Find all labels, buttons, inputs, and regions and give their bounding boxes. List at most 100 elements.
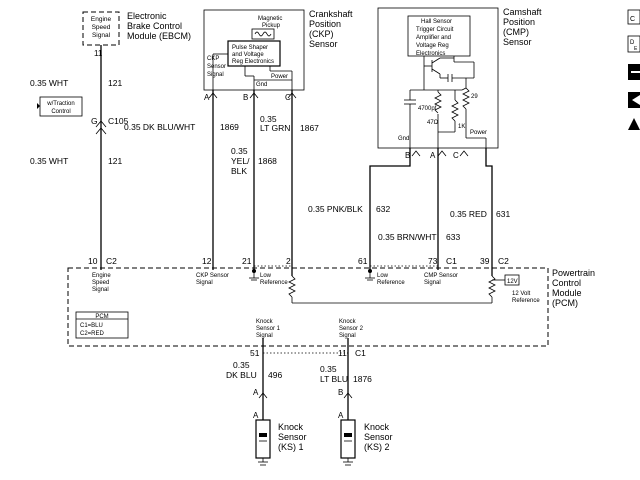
cmp-wire-b-color: 0.35 PNK/BLK — [308, 204, 363, 214]
cmp-wire-c-circuit: 631 — [496, 209, 510, 219]
cmp-wire-c-color: 0.35 RED — [450, 209, 487, 219]
ks2-label-line2: Sensor — [364, 432, 393, 442]
ckp-power: Power — [271, 74, 288, 80]
pcm-low-ref2-line1: Low — [377, 273, 389, 279]
ks2-label-line3: (KS) 2 — [364, 442, 390, 452]
pcm-pin-51: 51 — [250, 348, 260, 358]
pcm-resistor-cmp-icon — [488, 275, 496, 298]
side-legend-1: C — [630, 16, 635, 23]
cmp-gnd: Gnd — [398, 136, 409, 142]
ebcm-pin: 11 — [94, 49, 103, 58]
pcm-ks2-line2: Sensor 2 — [339, 326, 364, 332]
pcm-legend-c2: C2=RED — [80, 331, 105, 337]
pcm-legend-c1: C1=BLU — [80, 323, 103, 329]
cmp-r1-icon — [434, 91, 442, 114]
cmp-title-line3: (CMP) — [503, 27, 529, 37]
pcm-ks2-line3: Signal — [339, 333, 356, 339]
ckp-wire-b-line1: 0.35 — [231, 146, 248, 156]
ks2-label-line1: Knock — [364, 422, 390, 432]
side-legend-2: D — [630, 40, 635, 46]
pcm-pin-12: 12 — [202, 256, 212, 266]
pcm-pin-c2a: C2 — [106, 256, 117, 266]
ckp-signal-line2: Sensor — [207, 64, 226, 70]
ebcm-box-line2: Speed — [92, 24, 111, 31]
ckp-title-line3: (CKP) — [309, 29, 334, 39]
pcm-legend-title: PCM — [95, 314, 108, 320]
c105-connector-icon-lower — [95, 127, 107, 135]
ckp-shaper-line3: Reg Electronics — [232, 59, 274, 65]
pcm-title-line4: (PCM) — [552, 298, 578, 308]
cmp-r1: 47Ω — [427, 120, 439, 126]
pcm-pin-2: 2 — [286, 256, 291, 266]
pcm-box — [67, 267, 549, 347]
cmp-pin-a-connector-icon — [437, 150, 447, 157]
cmp-cap: 4700pf — [418, 106, 437, 112]
cmp-wire-a-circuit: 633 — [446, 232, 460, 242]
ebcm-connector-pin: G — [91, 116, 98, 126]
pcm-ks1-line2: Sensor 1 — [256, 326, 281, 332]
ks1-wire-circuit: 496 — [268, 370, 282, 380]
cmp-wire-b — [369, 148, 411, 257]
pcm-ks1-line1: Knock — [256, 319, 274, 325]
cmp-r3: 29 — [471, 94, 478, 100]
ckp-shaper-line1: Pulse Shaper — [232, 45, 268, 51]
pcm-ckp-signal-line2: Signal — [196, 280, 213, 286]
ks1-pin-a-upper: A — [253, 388, 259, 397]
pcm-pin-73: 73 — [428, 256, 438, 266]
cmp-power: Power — [470, 130, 487, 136]
ks2-wire-line2: LT BLU — [320, 374, 348, 384]
pcm-low-ref2-line2: Reference — [377, 280, 405, 286]
ckp-shaper-line2: and Voltage — [232, 52, 264, 58]
knock-sensor-1-icon — [255, 419, 271, 459]
ks1-wire-line2: DK BLU — [226, 370, 257, 380]
ckp-pickup-line1: Magnetic — [258, 16, 282, 22]
cmp-box-line5: Electronics — [416, 51, 445, 57]
pcm-pin-11: 11 — [338, 348, 347, 358]
ckp-wire-a-circuit: 1869 — [220, 122, 239, 132]
ckp-wire-b-line2: YEL/ — [231, 156, 250, 166]
ks2-connector-icon — [343, 392, 353, 399]
volt12-box — [504, 274, 520, 286]
ks1-wire-line1: 0.35 — [233, 360, 250, 370]
pcm-pin-61: 61 — [358, 256, 368, 266]
pcm-title-line3: Module — [552, 288, 582, 298]
cmp-title-line4: Sensor — [503, 37, 532, 47]
cmp-title-line2: Position — [503, 17, 535, 27]
cmp-box-line3: Amplifier and — [416, 35, 451, 41]
ks2-wire-line1: 0.35 — [320, 364, 337, 374]
ebcm-title-line3: Module (EBCM) — [127, 31, 191, 41]
ebcm-wire1-circuit: 121 — [108, 78, 122, 88]
cmp-box-line4: Voltage Reg — [416, 43, 449, 49]
pcm-cmp-signal-line1: CMP Sensor — [424, 273, 458, 279]
cmp-r2: 1K — [458, 124, 465, 130]
pcm-ckp-signal-line1: CKP Sensor — [196, 273, 229, 279]
ckp-wire-b-line3: BLK — [231, 166, 247, 176]
ebcm-wire2-circuit: 121 — [108, 156, 122, 166]
c105-connector-icon — [95, 120, 107, 128]
ckp-signal-line3: Signal — [207, 72, 224, 78]
ks2-pin-b: B — [338, 388, 343, 397]
traction-control-box — [39, 96, 83, 117]
pcm-engine-speed-line3: Signal — [92, 287, 109, 293]
ckp-wire-c-line1: 0.35 — [260, 114, 277, 124]
side-legend-icon-1 — [627, 9, 640, 25]
ckp-wire-a-color: 0.35 DK BLU/WHT — [124, 122, 195, 132]
ckp-gnd: Gnd — [256, 82, 267, 88]
ebcm-wire2-color: 0.35 WHT — [30, 156, 68, 166]
cmp-r3-icon — [462, 87, 470, 110]
ebcm-signal-box — [82, 11, 120, 46]
ks1-pin-a-lower: A — [253, 411, 259, 420]
pcm-low-ref1-line2: Reference — [260, 280, 288, 286]
traction-line2: Control — [51, 109, 70, 115]
ckp-pin-b: B — [243, 93, 248, 102]
cmp-wire-b-circuit: 632 — [376, 204, 390, 214]
ckp-pickup-line2: Pickup — [262, 23, 281, 29]
ebcm-title-line1: Electronic — [127, 11, 167, 21]
side-legend-icon-5 — [628, 118, 640, 130]
ebcm-box-line3: Signal — [92, 32, 111, 39]
pcm-title-line2: Control — [552, 278, 581, 288]
ebcm-connector: C105 — [108, 116, 129, 126]
pulse-shaper-box — [227, 40, 281, 67]
ckp-wire-b-circuit: 1868 — [258, 156, 277, 166]
